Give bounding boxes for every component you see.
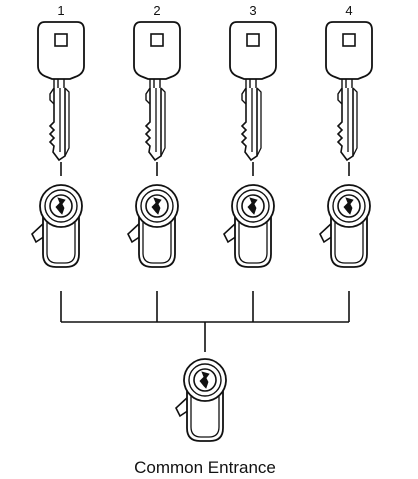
key-4-icon <box>325 21 373 161</box>
common-entrance-lock-icon <box>175 358 227 442</box>
key-1-icon <box>37 21 85 161</box>
key-number-1: 1 <box>57 3 64 18</box>
key-3-icon <box>229 21 277 161</box>
connector-tree <box>60 291 350 352</box>
lock-cylinder-2-icon <box>127 184 179 268</box>
key-number-3: 3 <box>249 3 256 18</box>
key-number-4: 4 <box>345 3 352 18</box>
lock-cylinder-4-icon <box>319 184 371 268</box>
key-number-2: 2 <box>153 3 160 18</box>
common-entrance-label: Common Entrance <box>134 458 276 477</box>
lock-cylinder-3-icon <box>223 184 275 268</box>
lock-cylinder-1-icon <box>31 184 83 268</box>
key-2-icon <box>133 21 181 161</box>
